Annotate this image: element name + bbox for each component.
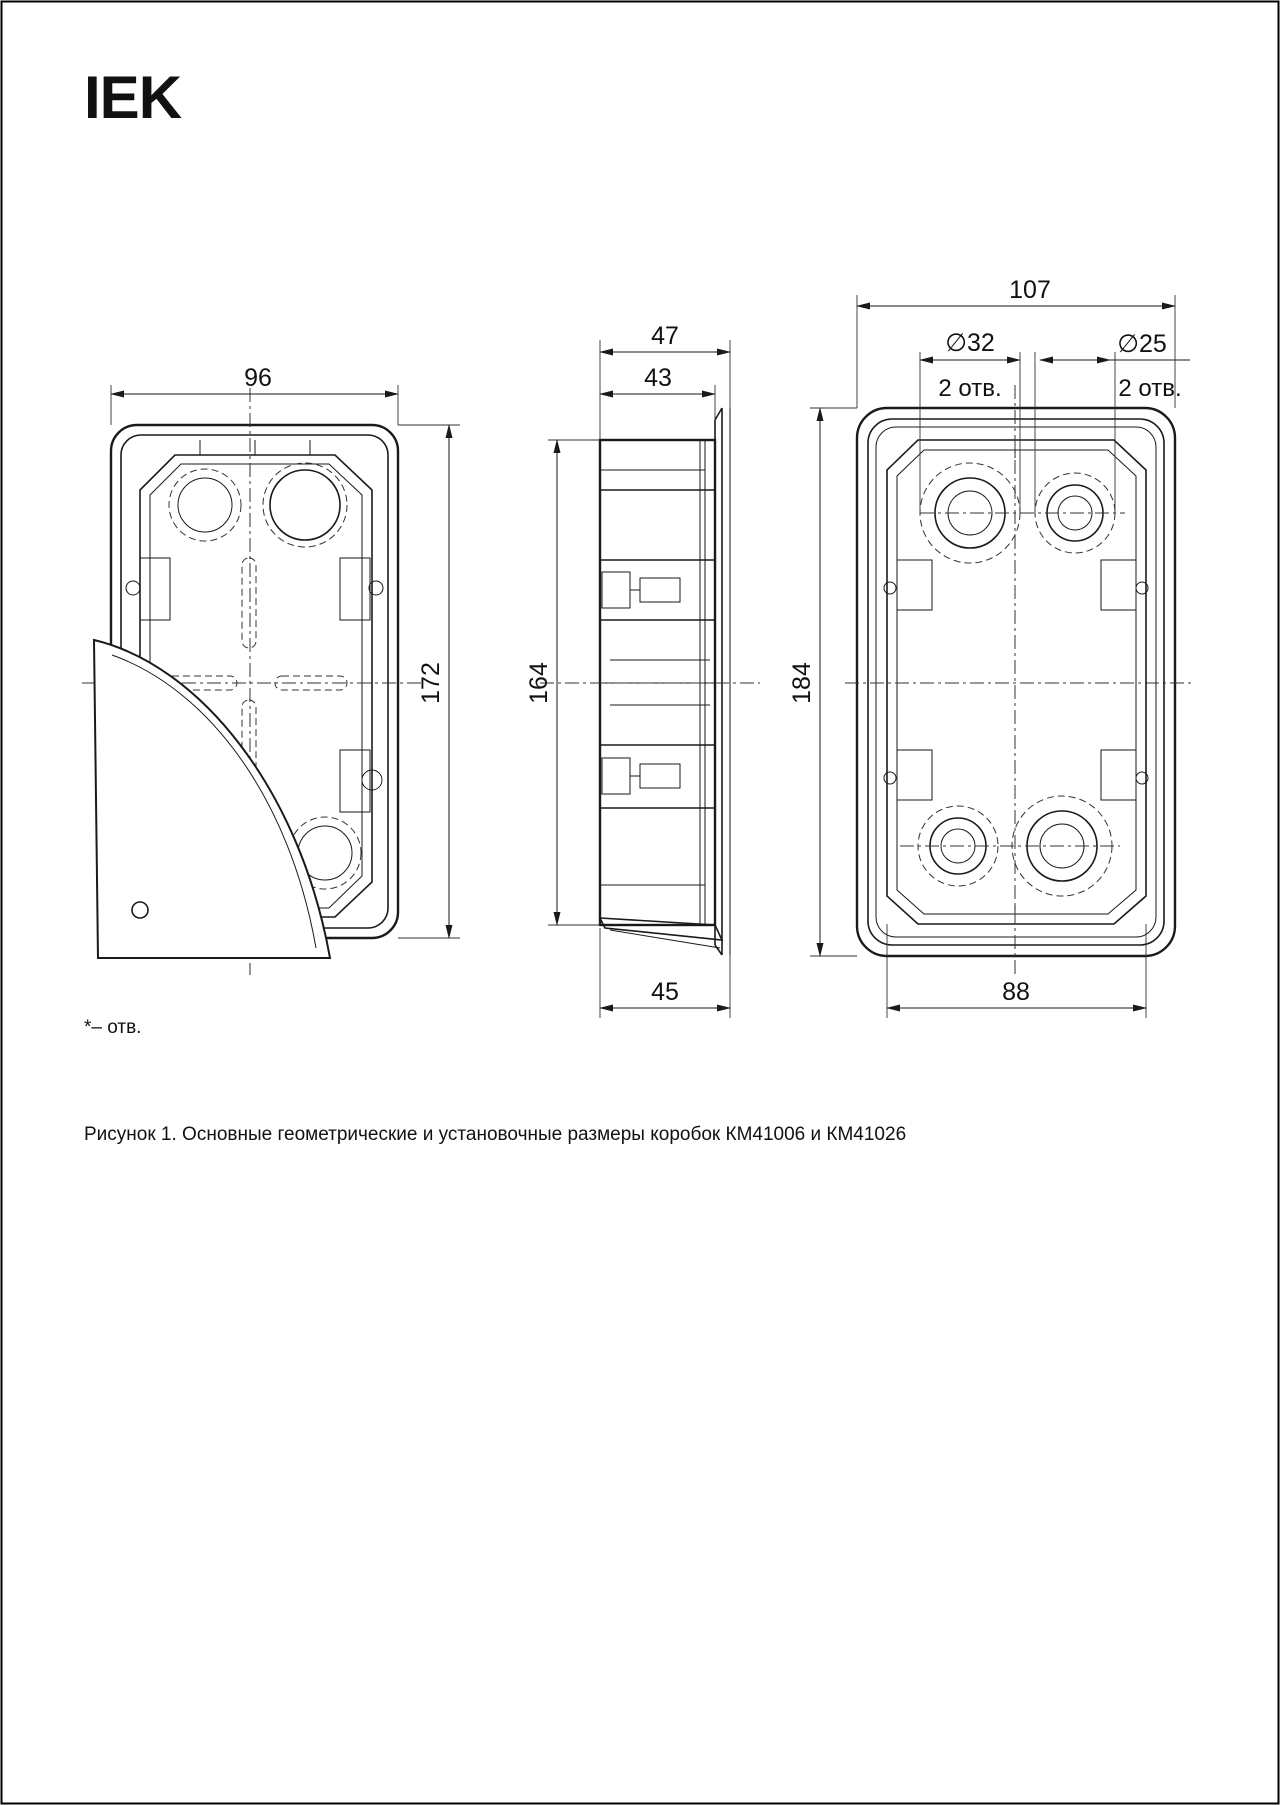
side-view: 47 43 164 45 bbox=[525, 322, 760, 1018]
dimension-depth-43: 43 bbox=[644, 364, 672, 392]
front-view: 96 172 bbox=[82, 364, 460, 975]
dimension-depth-45: 45 bbox=[651, 978, 679, 1006]
iek-logo: IEK bbox=[84, 64, 183, 131]
hole-count-25: 2 отв. bbox=[1118, 375, 1181, 402]
dimension-height-184: 184 bbox=[788, 662, 816, 704]
hole-diameter-32: ∅32 bbox=[945, 329, 995, 357]
hole-count-32: 2 отв. bbox=[938, 375, 1001, 402]
dimension-height-172: 172 bbox=[417, 662, 445, 704]
iek-logo-text: IEK bbox=[84, 64, 182, 131]
dimension-width-96: 96 bbox=[244, 364, 272, 392]
dimension-width-88: 88 bbox=[1002, 978, 1030, 1006]
back-view: 107 ∅32 2 отв. ∅25 2 отв. 184 88 bbox=[788, 276, 1195, 1018]
figure-caption: Рисунок 1. Основные геометрические и уст… bbox=[84, 1124, 906, 1145]
hole-diameter-25: ∅25 bbox=[1117, 330, 1167, 358]
dimension-width-107: 107 bbox=[1009, 276, 1051, 304]
dimension-height-164: 164 bbox=[525, 662, 553, 704]
dimension-depth-47: 47 bbox=[651, 322, 679, 350]
footnote: *– отв. bbox=[84, 1017, 141, 1038]
